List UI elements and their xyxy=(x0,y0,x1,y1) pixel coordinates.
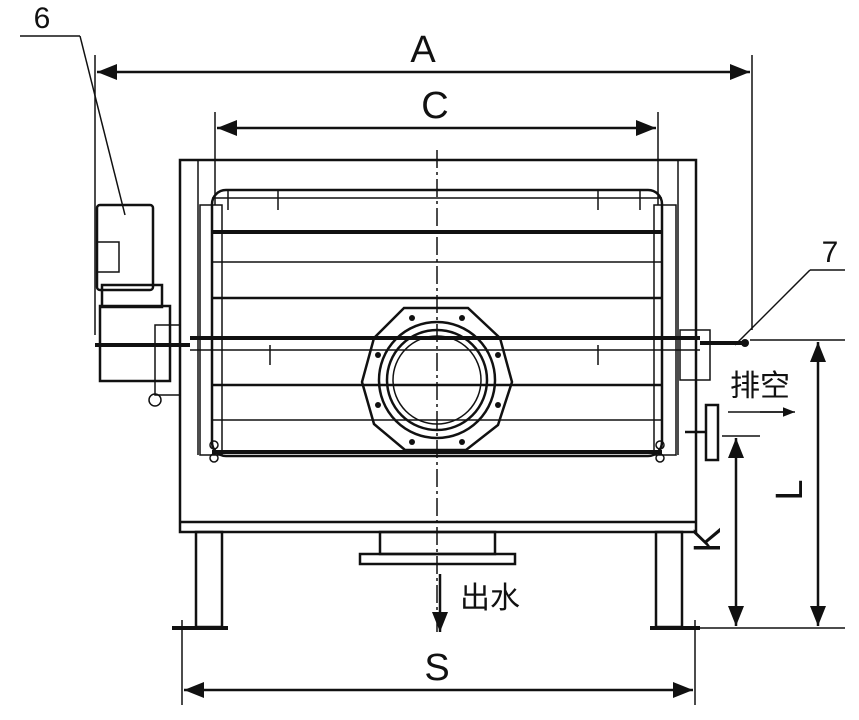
dim-k-label: K xyxy=(687,527,729,552)
dimension-a: A xyxy=(94,29,753,335)
callout-7-label: 7 xyxy=(822,236,839,269)
drain-label: 排空 xyxy=(730,369,790,404)
dim-c-label: C xyxy=(421,85,448,127)
support-legs xyxy=(172,530,700,630)
dimension-s: S xyxy=(181,620,696,705)
callout-6-label: 6 xyxy=(34,2,51,35)
water-outlet: 出水 xyxy=(358,530,520,632)
right-bearing-assembly: 7 xyxy=(679,236,845,381)
drain-outlet: 排空 xyxy=(685,369,795,462)
dimension-c: C xyxy=(214,85,659,205)
outlet-label: 出水 xyxy=(460,581,520,616)
dim-a-label: A xyxy=(410,29,436,71)
dim-l-label: L xyxy=(769,479,811,500)
dimension-k: K xyxy=(687,435,760,626)
dimension-l: L xyxy=(690,339,845,629)
motor-assembly: 6 xyxy=(20,2,190,407)
drum-screen xyxy=(190,188,700,463)
dim-s-label: S xyxy=(424,647,449,689)
tank-frame xyxy=(178,158,698,534)
